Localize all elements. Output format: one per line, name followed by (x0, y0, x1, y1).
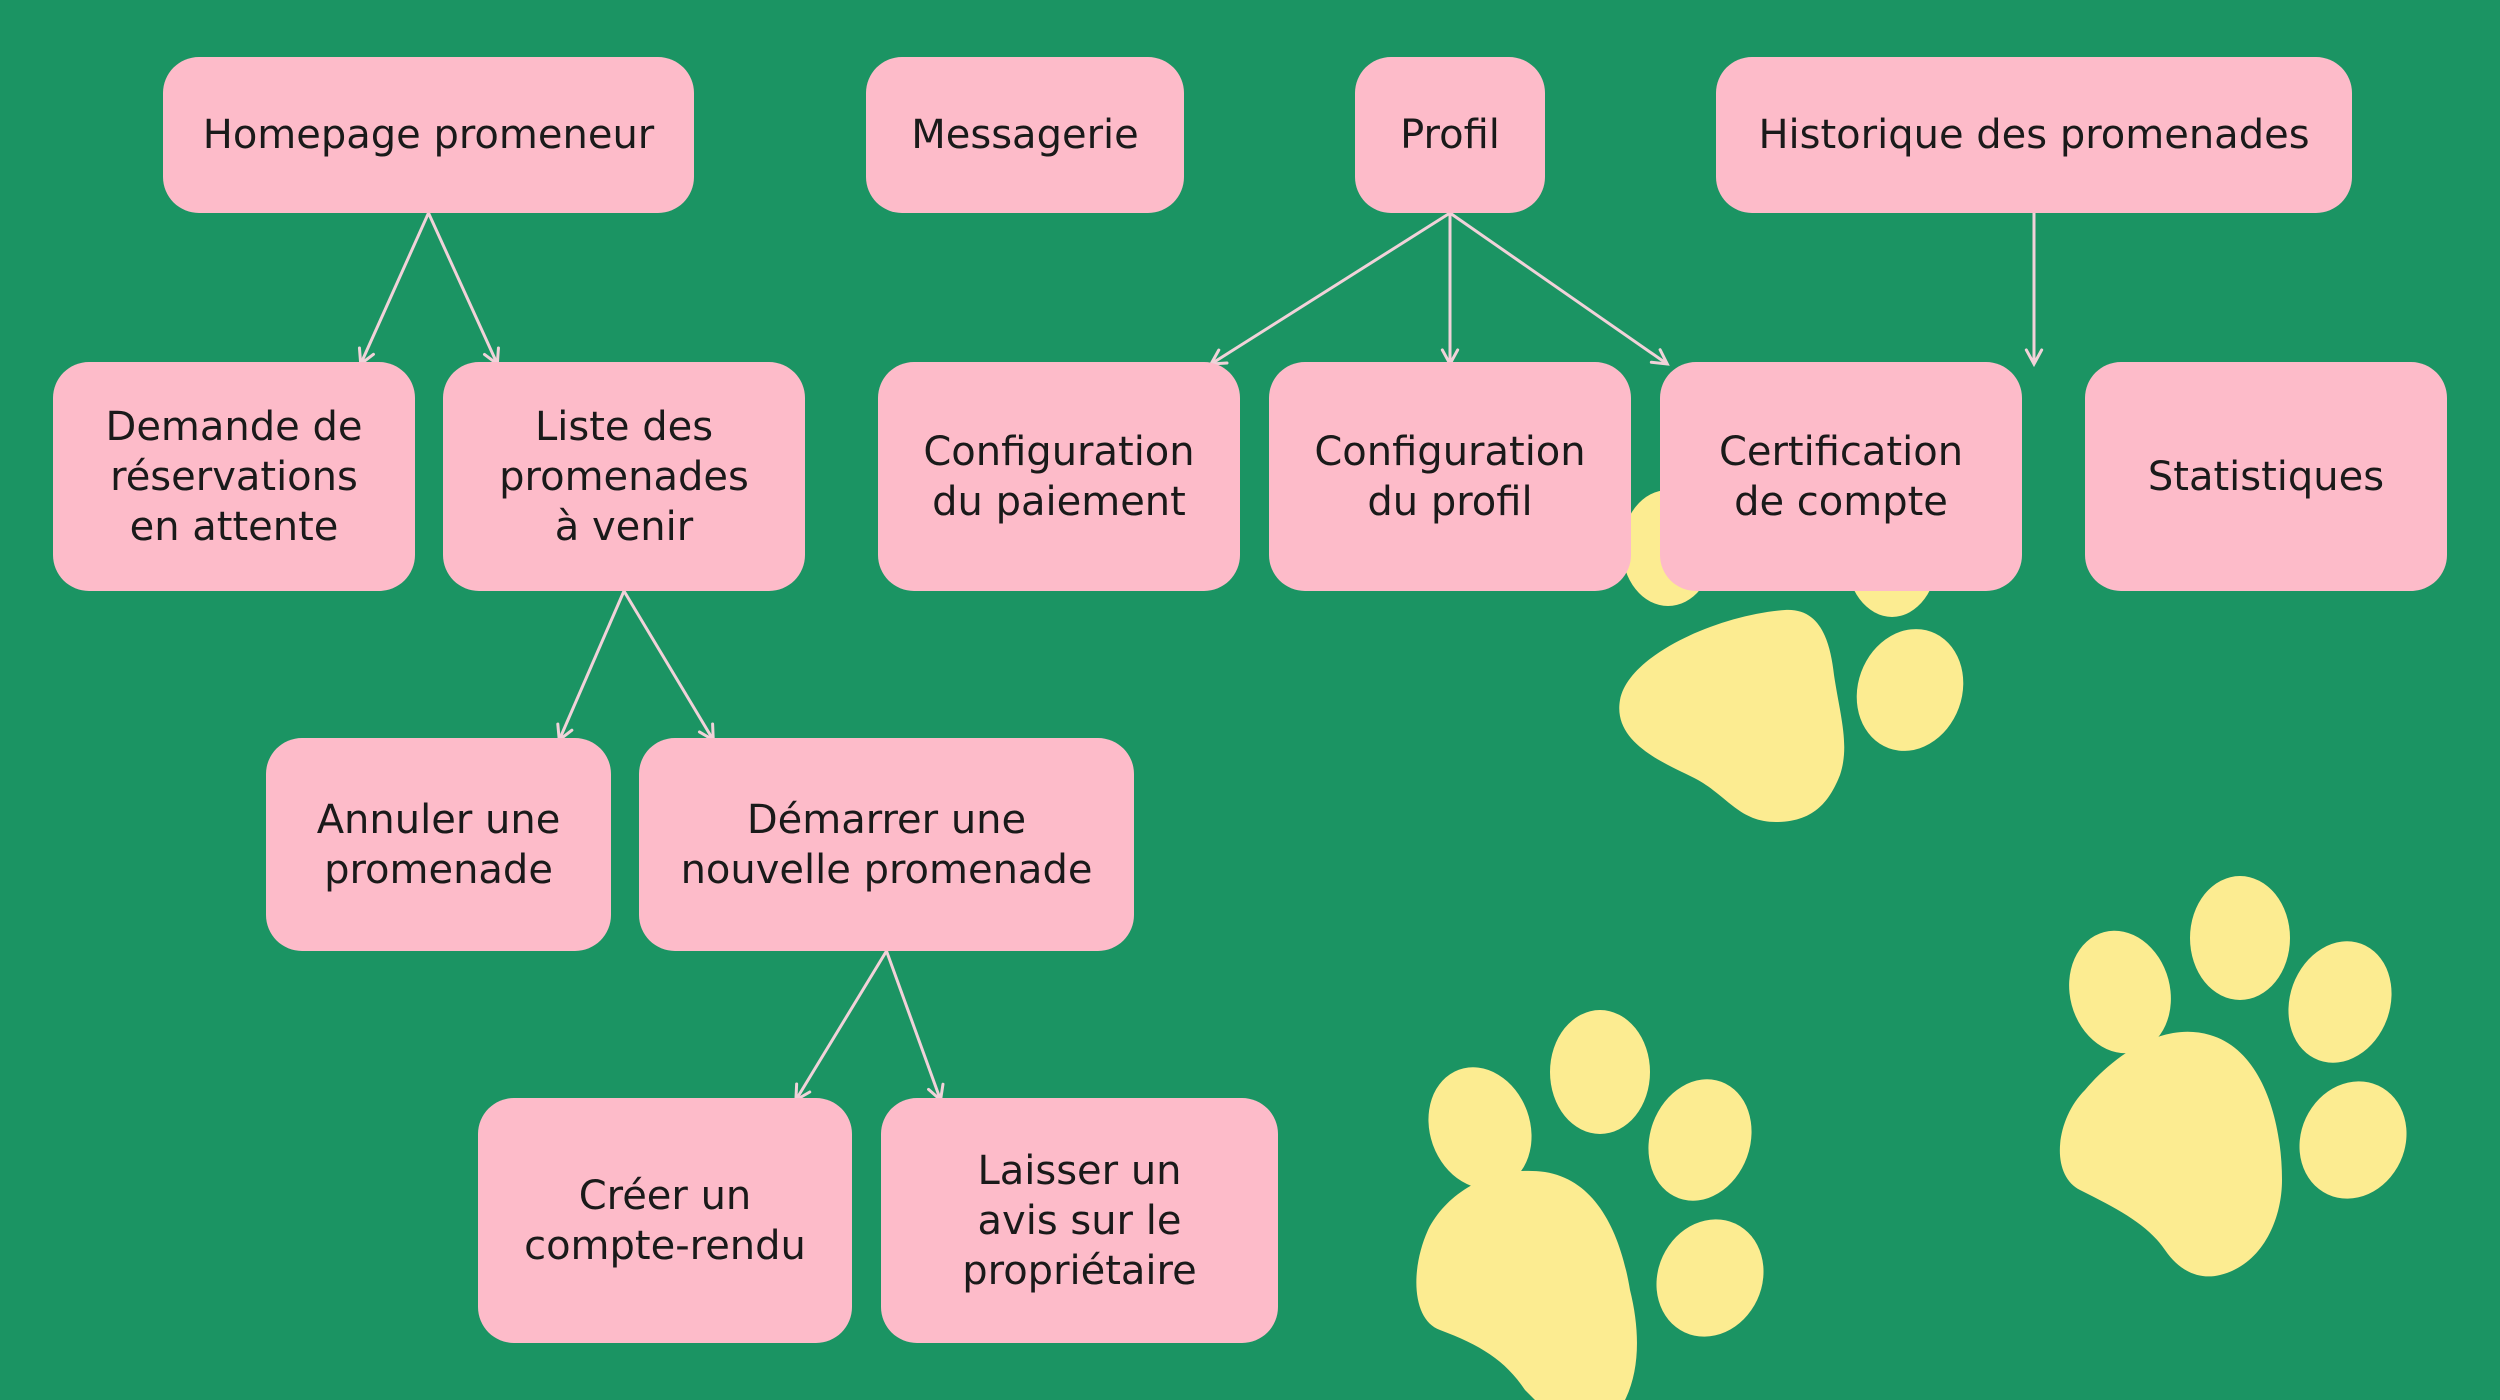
arrowhead-historique-stats (2024, 348, 2044, 368)
edge-homepage-demande (359, 212, 430, 365)
node-laisser-avis: Laisser un avis sur le propriétaire (881, 1098, 1278, 1343)
node-configuration-paiement: Configuration du paiement (878, 362, 1240, 591)
node-messagerie: Messagerie (866, 57, 1184, 213)
node-homepage-promeneur: Homepage promeneur (163, 57, 694, 213)
node-configuration-profil: Configuration du profil (1269, 362, 1631, 591)
edge-profil-confpay (1210, 211, 1451, 366)
node-statistiques: Statistiques (2085, 362, 2447, 591)
edge-liste-demarrer (622, 590, 715, 741)
node-historique-promenades: Historique des promenades (1716, 57, 2352, 213)
node-creer-compte-rendu: Créer un compte-rendu (478, 1098, 852, 1343)
edge-demarrer-creer (794, 950, 888, 1101)
node-demande-reservations: Demande de réservations en attente (53, 362, 415, 591)
paw-print-icon (1416, 1010, 1764, 1400)
paw-print-icon (2059, 876, 2407, 1277)
node-certification-compte: Certification de compte (1660, 362, 2022, 591)
arrowhead-profil-certif (1649, 348, 1670, 366)
edge-demarrer-laisser (885, 950, 942, 1101)
node-annuler-promenade: Annuler une promenade (266, 738, 611, 951)
edge-profil-certif (1449, 211, 1669, 366)
edge-liste-annuler (557, 590, 626, 741)
edge-homepage-liste (427, 212, 499, 365)
node-profil: Profil (1355, 57, 1545, 213)
node-liste-promenades: Liste des promenades à venir (443, 362, 805, 591)
node-demarrer-promenade: Démarrer une nouvelle promenade (639, 738, 1134, 951)
